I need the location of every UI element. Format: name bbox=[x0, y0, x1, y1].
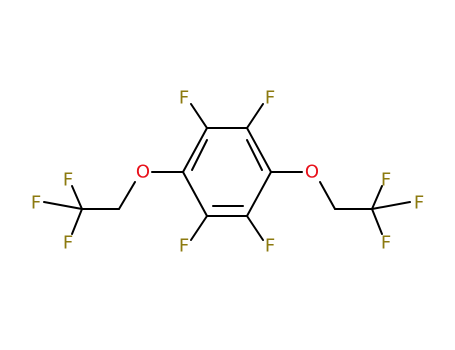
fluorine-atom-label: F bbox=[381, 233, 391, 254]
oxygen-atom-label: O bbox=[136, 162, 150, 183]
fluorine-atom-label: F bbox=[63, 233, 73, 254]
ring-double-bond bbox=[246, 139, 263, 171]
fluorine-atom-label: F bbox=[179, 236, 189, 257]
c-f-bond bbox=[190, 215, 208, 241]
fluorine-atom-label: F bbox=[31, 193, 41, 214]
fluorine-atom-label: F bbox=[265, 236, 275, 257]
atom-labels: F F F F O O F F F F F F bbox=[31, 88, 424, 257]
o-ch2-bond bbox=[118, 181, 136, 210]
c-f-bond bbox=[71, 185, 83, 210]
c-f-bond bbox=[246, 103, 264, 129]
c-f-bond bbox=[246, 215, 264, 241]
benzene-ring bbox=[182, 127, 272, 217]
c-f-bond bbox=[371, 185, 383, 210]
fluorine-atom-label: F bbox=[381, 170, 391, 191]
c-f-bond bbox=[43, 201, 83, 210]
c-f-bond bbox=[190, 103, 208, 129]
o-ch2-bond bbox=[319, 181, 336, 210]
fluorine-atom-label: F bbox=[63, 170, 73, 191]
ring-bond bbox=[182, 171, 208, 217]
ring-double-bond bbox=[191, 139, 208, 171]
fluorine-atom-label: F bbox=[414, 193, 424, 214]
oxygen-atom-label: O bbox=[305, 162, 319, 183]
c-f-bond bbox=[371, 208, 383, 235]
c-f-bond bbox=[371, 201, 411, 210]
substituent-bonds bbox=[43, 103, 411, 241]
ring-bond bbox=[246, 171, 272, 217]
fluorine-atom-label: F bbox=[179, 88, 189, 109]
ring-bond bbox=[246, 127, 272, 173]
c-f-bond bbox=[71, 208, 83, 235]
ring-bond bbox=[182, 127, 208, 173]
fluorine-atom-label: F bbox=[265, 88, 275, 109]
